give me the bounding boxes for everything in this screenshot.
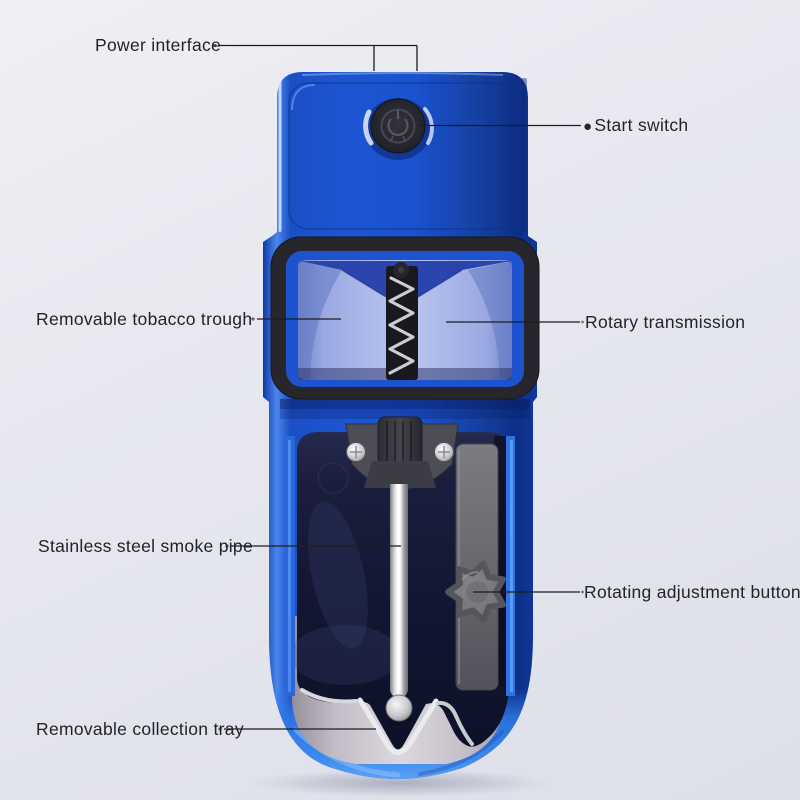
rotary-transmission-auger — [388, 262, 415, 375]
tobacco-trough — [270, 236, 540, 400]
motor-mount-bracket — [345, 416, 459, 490]
label-text: Start switch — [594, 115, 689, 135]
callout-line-adjustment-button — [473, 590, 584, 594]
smoke-pipe — [385, 484, 413, 726]
body-edge-highlights — [286, 436, 515, 696]
label-text: Removable collection tray — [36, 719, 244, 739]
start-switch-button — [363, 98, 434, 160]
label-text: Power interface — [95, 35, 222, 55]
callout-line-rotary-transmission — [446, 320, 584, 324]
callout-line-smoke-pipe — [225, 544, 401, 548]
screw-left — [346, 442, 366, 462]
label-rotary-transmission: Rotary transmission — [585, 312, 745, 332]
label-collection-tray: Removable collection tray — [36, 719, 244, 739]
label-text: Stainless steel smoke pipe — [38, 536, 253, 556]
callout-line-collection-tray — [218, 727, 376, 731]
callout-line-power-interface — [213, 43, 418, 71]
label-text: Rotating adjustment button — [584, 582, 800, 602]
callout-lines — [213, 43, 584, 731]
label-power-interface: Power interface — [95, 35, 221, 55]
bullet-icon: ● — [583, 118, 593, 135]
label-adjustment-button: Rotating adjustment button — [584, 582, 800, 602]
callout-line-tobacco-trough — [251, 317, 341, 321]
label-smoke-pipe: Stainless steel smoke pipe — [38, 536, 253, 556]
label-text: Removable tobacco trough — [36, 309, 253, 329]
screw-right — [434, 442, 454, 462]
label-start-switch: ●Start switch — [583, 115, 688, 135]
power-icon — [387, 110, 409, 142]
label-tobacco-trough: Removable tobacco trough — [36, 309, 252, 329]
floor-shadow — [250, 769, 550, 797]
label-text: Rotary transmission — [585, 312, 746, 332]
